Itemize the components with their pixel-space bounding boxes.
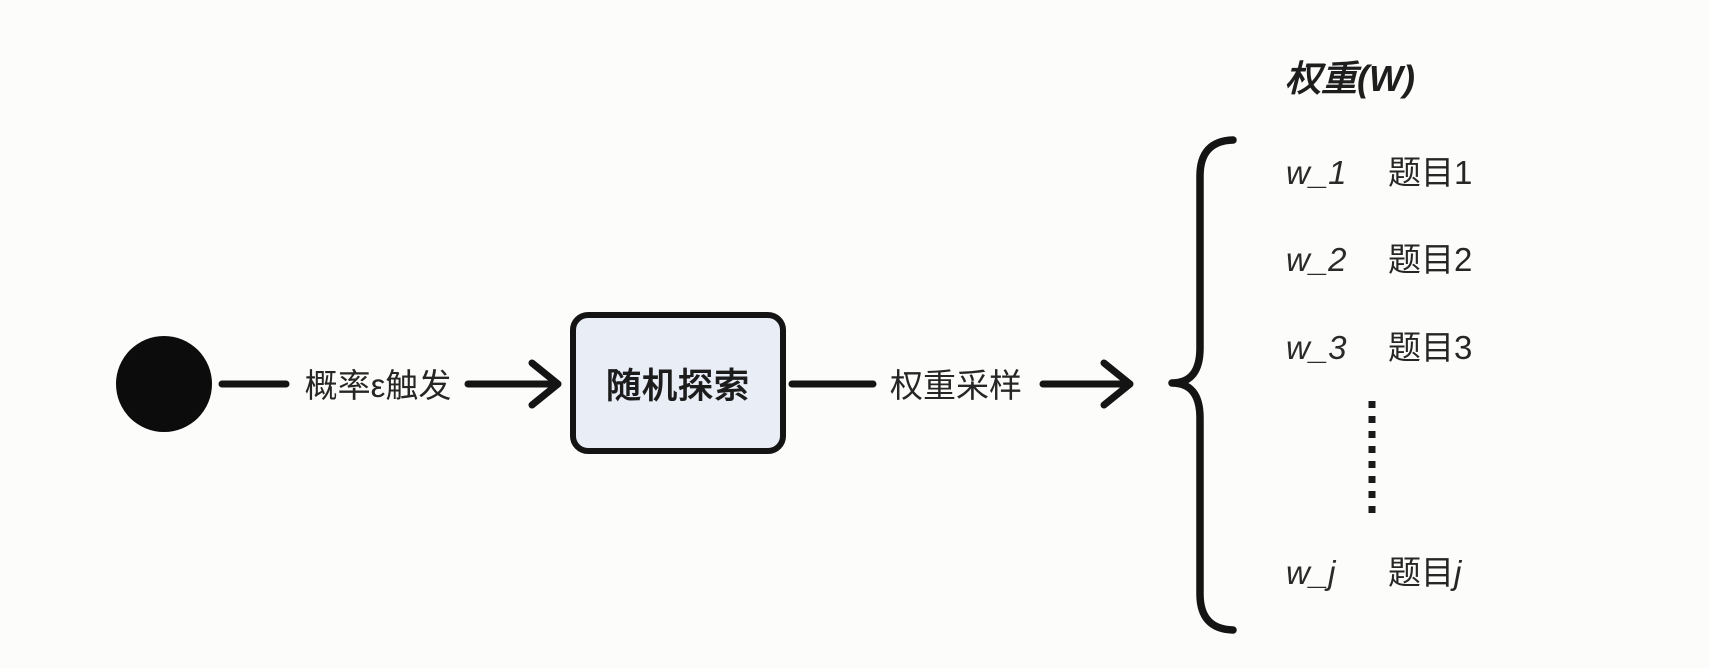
weight-row-1: w_1 题目1 <box>1286 146 1472 194</box>
weight-row-2: w_2 题目2 <box>1286 233 1472 281</box>
weight-symbol: w_1 <box>1286 154 1347 191</box>
start-node-circle <box>116 336 212 432</box>
item-label: 题目j <box>1388 554 1462 591</box>
weight-row-j: w_j 题目j <box>1286 546 1461 594</box>
edge2-label: 权重采样 <box>890 367 1022 404</box>
curly-brace-icon <box>1168 136 1237 634</box>
process-box-label: 随机探索 <box>605 366 750 406</box>
edge2-arrowhead-icon <box>1100 359 1134 409</box>
edge1-label: 概率ε触发 <box>304 367 452 404</box>
weights-title: 权重(W) <box>1285 58 1415 99</box>
weight-symbol: w_2 <box>1286 241 1347 278</box>
weight-symbol: w_3 <box>1286 329 1347 366</box>
item-label: 题目2 <box>1388 241 1473 278</box>
edge1-arrowhead-icon <box>528 359 562 409</box>
weight-symbol: w_j <box>1286 554 1336 591</box>
process-box: 随机探索 <box>570 312 786 454</box>
weight-row-3: w_3 题目3 <box>1286 321 1472 369</box>
item-label: 题目1 <box>1388 154 1473 191</box>
item-label: 题目3 <box>1388 329 1473 366</box>
